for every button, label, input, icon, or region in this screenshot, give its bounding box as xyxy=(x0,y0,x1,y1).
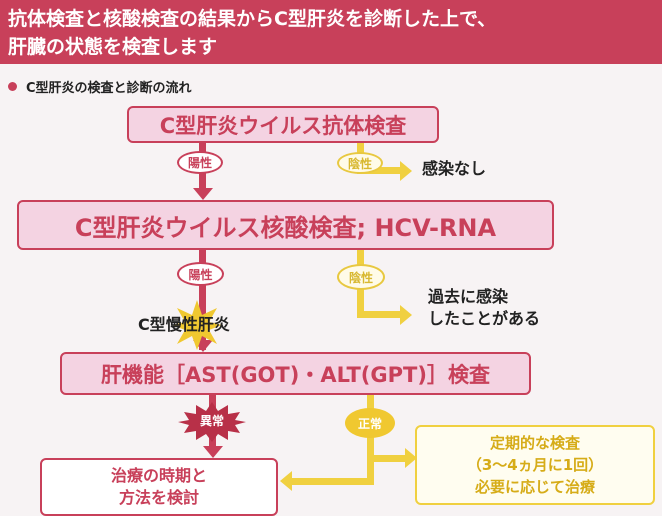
followup-box: 定期的な検査 （3〜4ヵ月に1回） 必要に応じて治療 xyxy=(415,425,655,505)
nucleic-acid-test-box: C型肝炎ウイルス核酸検査; HCV-RNA xyxy=(17,200,554,250)
connector-line xyxy=(292,478,372,485)
no-infection-result: 感染なし xyxy=(422,159,487,178)
starburst-icon xyxy=(172,300,222,350)
arrow-left-icon xyxy=(280,471,292,491)
bullet-icon xyxy=(8,82,17,91)
starburst-icon xyxy=(178,402,246,442)
arrow-right-icon xyxy=(400,161,412,181)
arrow-down-icon xyxy=(193,188,213,200)
connector-line xyxy=(367,395,374,485)
header-title-line1: 抗体検査と核酸検査の結果からC型肝炎を診断した上で、 xyxy=(8,8,497,30)
positive-badge: 陽性 xyxy=(177,151,223,174)
arrow-down-icon xyxy=(203,446,223,458)
treatment-box: 治療の時期と 方法を検討 xyxy=(40,458,278,516)
past-infection-line2: したことがある xyxy=(428,309,541,328)
section-subtitle: C型肝炎の検査と診断の流れ xyxy=(26,81,192,96)
arrow-right-icon xyxy=(405,448,417,468)
connector-line xyxy=(367,455,407,462)
header-title-line2: 肝臓の状態を検査します xyxy=(8,36,218,58)
followup-line1: 定期的な検査 xyxy=(489,434,580,452)
negative-badge: 陰性 xyxy=(337,264,385,290)
normal-badge: 正常 xyxy=(345,408,395,438)
liver-function-test-box: 肝機能［AST(GOT)・ALT(GPT)］検査 xyxy=(60,352,531,395)
connector-line xyxy=(199,250,206,350)
past-infection-result: 過去に感染 したことがある xyxy=(428,286,540,330)
followup-line3: 必要に応じて治療 xyxy=(474,478,595,496)
negative-badge: 陰性 xyxy=(337,152,383,174)
diagnosis-label: C型慢性肝炎 xyxy=(138,315,230,334)
treatment-line2: 方法を検討 xyxy=(118,488,199,507)
header-banner: 抗体検査と核酸検査の結果からC型肝炎を診断した上で、 肝臓の状態を検査します xyxy=(0,0,662,64)
past-infection-line1: 過去に感染 xyxy=(428,287,509,306)
connector-line xyxy=(357,311,402,318)
connector-line xyxy=(357,167,402,174)
positive-badge: 陽性 xyxy=(177,262,224,286)
abnormal-badge: 異常 xyxy=(199,414,224,428)
followup-line2: （3〜4ヵ月に1回） xyxy=(466,456,604,474)
treatment-line1: 治療の時期と xyxy=(110,466,207,485)
arrow-right-icon xyxy=(400,305,412,325)
antibody-test-box: C型肝炎ウイルス抗体検査 xyxy=(127,106,439,143)
